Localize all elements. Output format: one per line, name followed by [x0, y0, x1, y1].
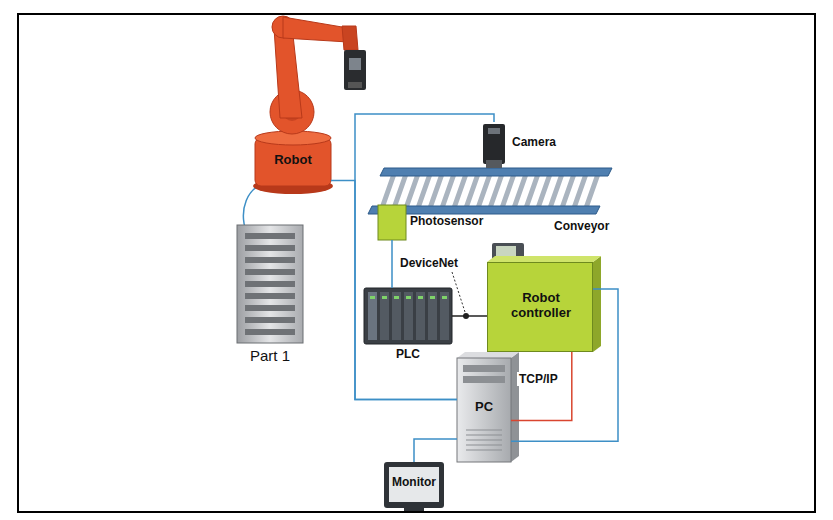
led: [442, 296, 447, 299]
device-label: Robot: [255, 153, 331, 168]
device-label: Robot controller: [494, 291, 588, 321]
vent: [466, 440, 502, 441]
led: [418, 296, 423, 299]
roller: [502, 174, 514, 208]
cable: [331, 181, 457, 400]
roller: [394, 174, 406, 208]
drive-slot: [245, 257, 295, 263]
controller-side: [593, 256, 601, 352]
frame: [18, 14, 815, 512]
server-tower: [237, 225, 303, 343]
device-label: PC: [457, 400, 511, 415]
device-label: Conveyor: [554, 220, 629, 234]
drive-slot: [245, 269, 295, 275]
robot-arm: [243, 16, 366, 248]
device-label: Monitor: [384, 476, 444, 490]
drive-slot: [245, 293, 295, 299]
signal-label: TCP/IP: [517, 372, 560, 386]
device-label: PLC: [364, 348, 452, 362]
roller: [574, 174, 586, 208]
drive-slot: [245, 305, 295, 311]
plc-box: PLC: [364, 288, 452, 344]
roller: [478, 174, 490, 208]
drive-slot: [245, 281, 295, 287]
led: [406, 296, 411, 299]
roller: [538, 174, 550, 208]
led: [370, 296, 375, 299]
vent: [466, 435, 502, 436]
plc-module: [368, 292, 377, 340]
drive-slot: [245, 329, 295, 335]
pc-box: PC: [457, 358, 511, 462]
plc-module: [440, 292, 449, 340]
monitor-device: [384, 462, 444, 511]
roller: [442, 174, 454, 208]
signal-label: DeviceNet: [398, 256, 460, 270]
controller-box: Robot controller: [487, 262, 593, 352]
roller: [526, 174, 538, 208]
led: [394, 296, 399, 299]
cable: [391, 240, 393, 288]
roller: [382, 174, 394, 208]
plc-module: [404, 292, 413, 340]
monitor-box: Monitor: [384, 462, 444, 508]
plc-module: [428, 292, 437, 340]
device-label: Camera: [512, 136, 582, 150]
cable: [452, 315, 487, 317]
led: [382, 296, 387, 299]
drive-slot: [245, 317, 295, 323]
roller: [418, 174, 430, 208]
vent: [466, 445, 502, 446]
photosensor-box: Photosensor: [378, 205, 406, 240]
conveyor-box: Conveyor: [368, 168, 612, 214]
roller: [490, 174, 502, 208]
plc-rack: [364, 288, 452, 344]
device-label: Photosensor: [410, 215, 500, 229]
led: [430, 296, 435, 299]
roller: [454, 174, 466, 208]
pc-tower: [457, 352, 519, 462]
cable: [355, 114, 494, 400]
photosensor-device: [378, 205, 406, 240]
roller: [586, 174, 598, 208]
roller: [406, 174, 418, 208]
cable: [414, 439, 457, 462]
plc-module: [416, 292, 425, 340]
leader-line: [452, 272, 465, 312]
cable: [511, 352, 572, 420]
camera-box: Camera: [482, 122, 506, 168]
camera-device: [483, 124, 505, 168]
plc-module: [380, 292, 389, 340]
vent: [466, 430, 502, 431]
device-label: Part 1: [220, 347, 320, 364]
roller: [430, 174, 442, 208]
server-box: Part 1: [237, 225, 303, 343]
roller: [550, 174, 562, 208]
drive-slot: [245, 233, 295, 239]
roller: [466, 174, 478, 208]
robot-base: Robot: [255, 138, 331, 188]
drive-slot: [245, 245, 295, 251]
roller: [514, 174, 526, 208]
roller: [562, 174, 574, 208]
vent: [466, 450, 502, 451]
plc-module: [392, 292, 401, 340]
